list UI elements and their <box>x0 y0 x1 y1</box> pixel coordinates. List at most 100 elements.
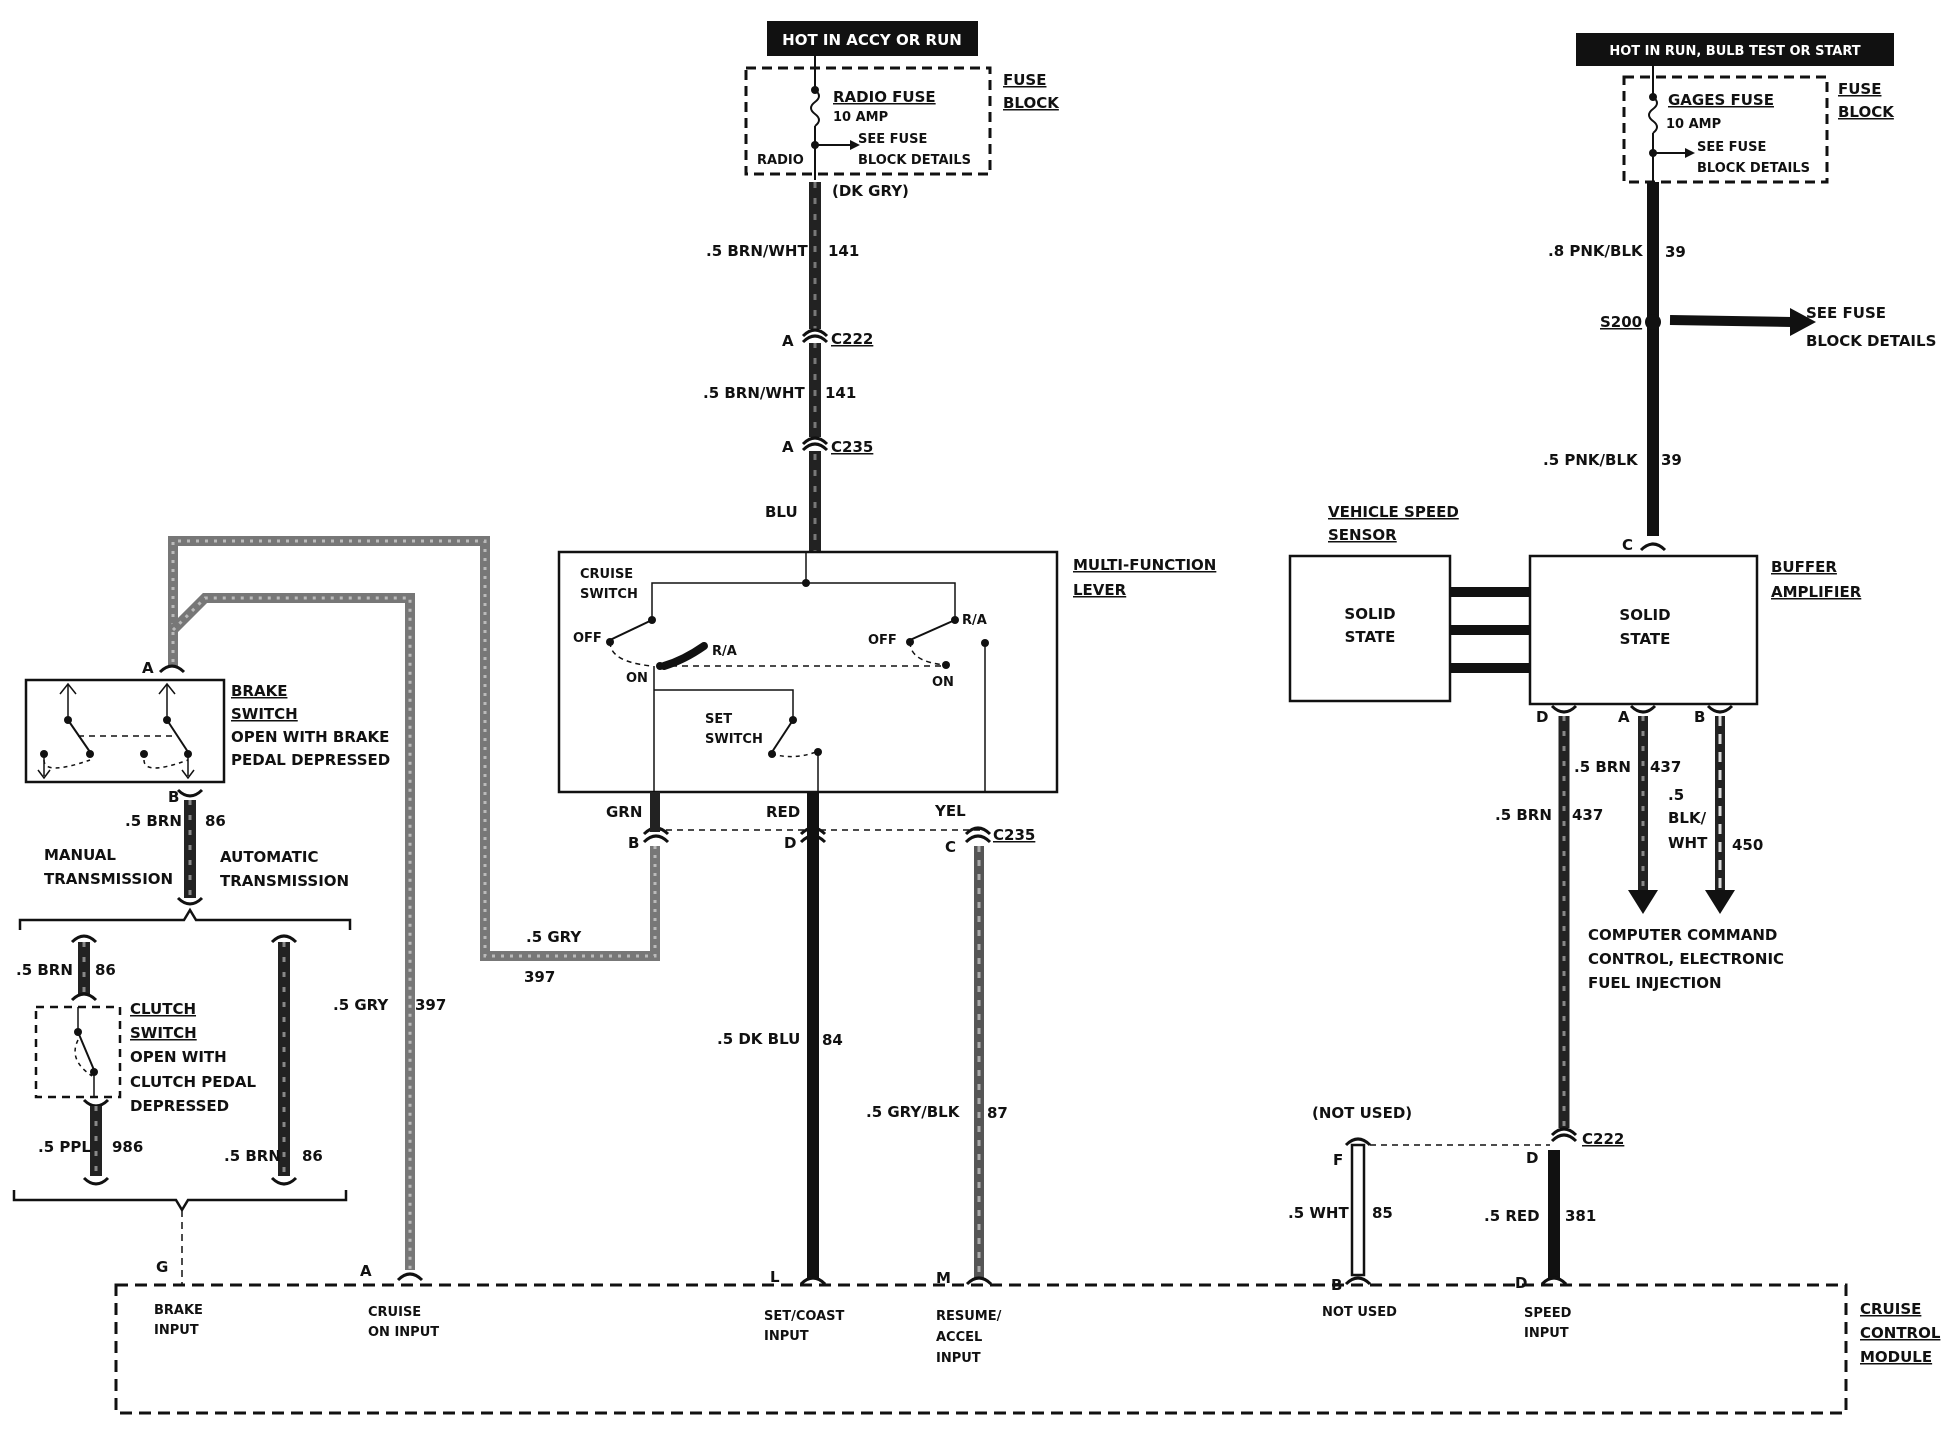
svg-text:INPUT: INPUT <box>1524 1326 1569 1341</box>
svg-text:SEE FUSE: SEE FUSE <box>858 132 927 147</box>
transmission-brace-top <box>18 907 352 930</box>
svg-text:LEVER: LEVER <box>1073 581 1127 599</box>
wire-87: .5 GRY/BLK 87 <box>866 846 1008 1278</box>
svg-text:39: 39 <box>1665 243 1686 261</box>
svg-text:A: A <box>1618 708 1630 726</box>
wire-86-automatic: .5 BRN 86 <box>224 934 323 1186</box>
svg-text:BLU: BLU <box>765 503 798 521</box>
svg-text:397: 397 <box>524 968 555 986</box>
wire-397-brake-feed: .5 GRY 397 <box>168 536 660 986</box>
svg-text:BLOCK: BLOCK <box>1003 94 1060 112</box>
splice-s200 <box>1645 314 1661 330</box>
svg-text:.5 WHT: .5 WHT <box>1288 1204 1349 1222</box>
svg-text:STATE: STATE <box>1620 630 1671 648</box>
svg-text:AUTOMATIC: AUTOMATIC <box>220 848 319 866</box>
wire-397-cruise-on: .5 GRY 397 <box>169 593 446 1270</box>
cruise-control-module: CRUISE CONTROL MODULE G BRAKE INPUT A CR… <box>114 1258 1941 1415</box>
svg-text:SENSOR: SENSOR <box>1328 526 1397 544</box>
svg-text:381: 381 <box>1565 1207 1596 1225</box>
svg-text:10 AMP: 10 AMP <box>833 110 888 125</box>
svg-text:986: 986 <box>112 1138 143 1156</box>
wire-85-not-used: (NOT USED) F .5 WHT 85 <box>1288 1104 1412 1277</box>
svg-text:R/A: R/A <box>712 644 737 659</box>
svg-text:SEE FUSE: SEE FUSE <box>1697 140 1766 155</box>
svg-text:WHT: WHT <box>1668 834 1708 852</box>
svg-text:FUSE: FUSE <box>1838 80 1881 98</box>
connector-c235-c: C C235 <box>945 826 1035 856</box>
fuse-element-icon <box>1648 96 1658 134</box>
hot-accy-run-label: HOT IN ACCY OR RUN <box>767 21 978 56</box>
clutch-switch: CLUTCH SWITCH OPEN WITH CLUTCH PEDAL DEP… <box>34 1000 257 1115</box>
svg-text:141: 141 <box>825 384 856 402</box>
svg-text:ON: ON <box>626 671 648 686</box>
svg-text:437: 437 <box>1572 806 1603 824</box>
svg-text:B: B <box>168 788 179 806</box>
svg-text:D: D <box>1536 708 1548 726</box>
svg-text:GRN: GRN <box>606 803 642 821</box>
svg-text:.5 BRN: .5 BRN <box>125 812 182 830</box>
transmission-brace-bottom <box>12 1190 348 1213</box>
connector-c235-b: B <box>628 826 670 852</box>
radio-fuse-label: RADIO FUSE <box>833 88 936 106</box>
hot-run-bulb-start-label: HOT IN RUN, BULB TEST OR START <box>1576 33 1894 66</box>
svg-text:BLOCK DETAILS: BLOCK DETAILS <box>1806 332 1936 350</box>
svg-text:BLK/: BLK/ <box>1668 809 1707 827</box>
svg-text:.5 PNK/BLK: .5 PNK/BLK <box>1543 451 1639 469</box>
svg-text:L: L <box>770 1268 780 1286</box>
svg-text:TRANSMISSION: TRANSMISSION <box>44 870 173 888</box>
svg-text:NOT USED: NOT USED <box>1322 1305 1397 1320</box>
svg-text:OFF: OFF <box>573 631 602 646</box>
wire-437-speed: .5 BRN .5 BRN 437 <box>1495 716 1631 1128</box>
gages-fuse-label: GAGES FUSE <box>1668 91 1774 109</box>
svg-text:.5 PPL: .5 PPL <box>38 1138 91 1156</box>
fuse-element-icon <box>810 89 820 127</box>
buffer-amplifier: SOLID STATE BUFFER AMPLIFIER D A B <box>1528 554 1862 726</box>
svg-text:PEDAL DEPRESSED: PEDAL DEPRESSED <box>231 751 390 769</box>
svg-text:OPEN WITH: OPEN WITH <box>130 1048 227 1066</box>
svg-text:SWITCH: SWITCH <box>580 587 638 602</box>
wire-39: .8 PNK/BLK 39 .5 PNK/BLK 39 S200 SEE FUS… <box>1543 182 1936 554</box>
svg-text:CONTROL, ELECTRONIC: CONTROL, ELECTRONIC <box>1588 950 1784 968</box>
svg-text:.5 DK BLU: .5 DK BLU <box>717 1030 800 1048</box>
gages-fuse-block: GAGES FUSE 10 AMP SEE FUSE BLOCK DETAILS… <box>1622 66 1895 184</box>
svg-text:87: 87 <box>987 1104 1008 1122</box>
svg-text:CRUISE: CRUISE <box>1860 1300 1921 1318</box>
svg-text:SET: SET <box>705 712 732 727</box>
svg-text:BRAKE: BRAKE <box>154 1303 203 1318</box>
svg-text:HOT IN RUN, BULB TEST OR START: HOT IN RUN, BULB TEST OR START <box>1609 44 1860 59</box>
svg-text:VEHICLE SPEED: VEHICLE SPEED <box>1328 503 1459 521</box>
svg-text:.5 BRN: .5 BRN <box>16 961 73 979</box>
svg-text:.5 RED: .5 RED <box>1484 1207 1540 1225</box>
svg-text:10 AMP: 10 AMP <box>1666 117 1721 132</box>
svg-text:.5 GRY/BLK: .5 GRY/BLK <box>866 1103 961 1121</box>
svg-text:SOLID: SOLID <box>1344 605 1395 623</box>
svg-text:C222: C222 <box>831 330 873 348</box>
svg-text:A: A <box>782 438 794 456</box>
svg-text:S200: S200 <box>1600 313 1642 331</box>
connector-c222-top: A C222 <box>782 328 873 350</box>
svg-text:.5 BRN: .5 BRN <box>1574 758 1631 776</box>
svg-text:INPUT: INPUT <box>154 1323 199 1338</box>
svg-text:OPEN WITH BRAKE: OPEN WITH BRAKE <box>231 728 389 746</box>
svg-text:MODULE: MODULE <box>1860 1348 1932 1366</box>
svg-text:C222: C222 <box>1582 1130 1624 1148</box>
svg-text:MANUAL: MANUAL <box>44 846 116 864</box>
brake-switch: A BRAKE SWITCH OPEN WITH BRAKE PEDAL DEP… <box>24 659 390 806</box>
svg-text:141: 141 <box>828 242 859 260</box>
svg-text:ON INPUT: ON INPUT <box>368 1325 439 1340</box>
svg-text:HOT IN ACCY OR RUN: HOT IN ACCY OR RUN <box>782 31 962 49</box>
svg-text:SPEED: SPEED <box>1524 1306 1572 1321</box>
svg-text:.5 GRY: .5 GRY <box>333 996 389 1014</box>
svg-text:B: B <box>1694 708 1705 726</box>
svg-text:.5 BRN: .5 BRN <box>1495 806 1552 824</box>
svg-text:.5 BRN/WHT: .5 BRN/WHT <box>706 242 808 260</box>
svg-text:R/A: R/A <box>962 613 987 628</box>
svg-text:D: D <box>784 834 796 852</box>
svg-text:CONTROL: CONTROL <box>1860 1324 1941 1342</box>
svg-text:C: C <box>1622 536 1633 554</box>
svg-text:F: F <box>1333 1151 1343 1169</box>
svg-text:A: A <box>142 659 154 677</box>
ccc-efi-target: COMPUTER COMMAND CONTROL, ELECTRONIC FUE… <box>1588 926 1784 992</box>
svg-text:MULTI-FUNCTION: MULTI-FUNCTION <box>1073 556 1216 574</box>
svg-text:FUEL INJECTION: FUEL INJECTION <box>1588 974 1722 992</box>
